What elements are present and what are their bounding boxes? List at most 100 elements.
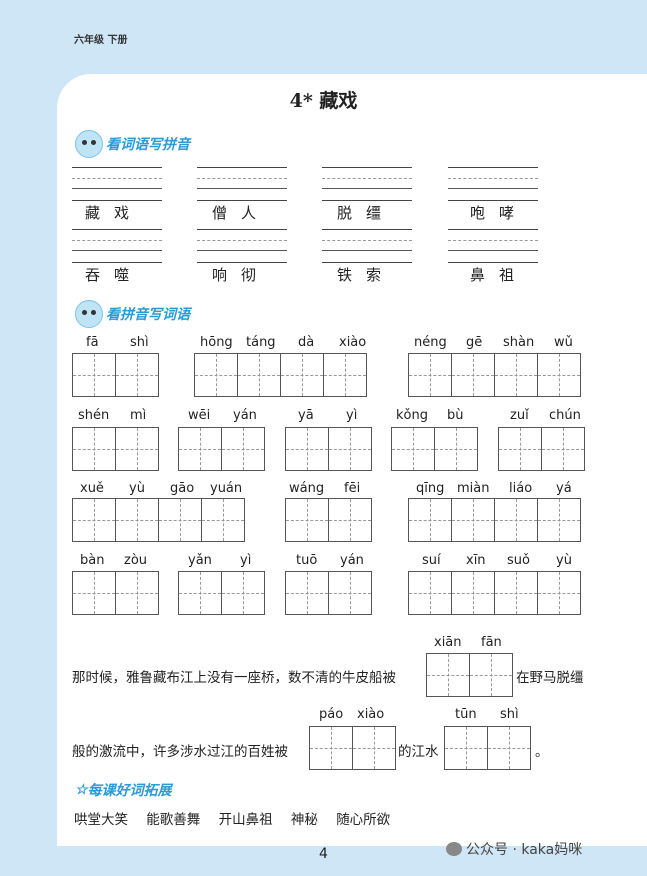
pinyin: néng xyxy=(414,335,447,350)
pinyin: qīng xyxy=(416,481,445,496)
char-grid[interactable] xyxy=(498,427,585,471)
pinyin: shì xyxy=(130,335,149,350)
pinyin: fā xyxy=(86,335,99,350)
pinyin-box[interactable] xyxy=(72,229,162,263)
pinyin: shì xyxy=(500,707,519,722)
panda-icon xyxy=(75,130,103,158)
pinyin: dà xyxy=(298,335,315,350)
word: 僧人 xyxy=(212,204,271,222)
char-grid[interactable] xyxy=(285,571,372,615)
pinyin: yuán xyxy=(210,481,243,496)
wechat-icon xyxy=(446,842,462,856)
pinyin: suí xyxy=(422,553,441,568)
pinyin: xuě xyxy=(80,481,104,496)
section2-heading: 看拼音写词语 xyxy=(75,300,190,328)
char-grid[interactable] xyxy=(178,571,265,615)
char-grid[interactable] xyxy=(309,726,396,770)
pinyin: wǔ xyxy=(554,335,573,350)
pinyin: fān xyxy=(481,635,502,650)
pinyin: xīn xyxy=(466,553,486,568)
word: 铁索 xyxy=(337,266,396,284)
idiom: 哄堂大笑 xyxy=(74,812,128,828)
idiom: 随心所欲 xyxy=(336,812,391,828)
pinyin: wáng xyxy=(289,481,325,496)
word: 咆哮 xyxy=(470,204,529,222)
watermark-text: 公众号 · kaka妈咪 xyxy=(466,842,583,858)
pinyin: yá xyxy=(556,481,572,496)
char-grid[interactable] xyxy=(72,353,159,397)
pinyin-box[interactable] xyxy=(322,229,412,263)
star-icon: ☆ xyxy=(75,782,88,798)
section1-heading: 看词语写拼音 xyxy=(75,130,190,158)
pinyin: gāo xyxy=(170,481,195,496)
pinyin: yǎn xyxy=(188,553,212,568)
char-grid[interactable] xyxy=(178,427,265,471)
grade-label: 六年级 下册 xyxy=(74,35,128,46)
sentence-2-end: 。 xyxy=(535,744,549,760)
pinyin: bàn xyxy=(80,553,105,568)
idiom: 神秘 xyxy=(290,812,318,828)
char-grid[interactable] xyxy=(72,498,245,542)
pinyin: yì xyxy=(346,408,358,423)
sentence-1-end: 在野马脱缰 xyxy=(516,670,584,686)
word: 鼻祖 xyxy=(470,266,529,284)
sentence-1: 那时候，雅鲁藏布江上没有一座桥，数不清的牛皮船被 xyxy=(72,670,396,686)
pinyin: páo xyxy=(319,707,344,722)
char-grid[interactable] xyxy=(72,427,159,471)
pinyin: mì xyxy=(130,408,147,423)
idiom: 能歌善舞 xyxy=(146,812,201,828)
pinyin: yù xyxy=(556,553,572,568)
page-number: 4 xyxy=(319,846,328,862)
pinyin: hōng xyxy=(200,335,233,350)
lesson-title: 4* 藏戏 xyxy=(289,90,358,112)
pinyin: yì xyxy=(240,553,252,568)
pinyin: yán xyxy=(233,408,257,423)
pinyin-box[interactable] xyxy=(72,167,162,201)
char-grid[interactable] xyxy=(408,498,581,542)
char-grid[interactable] xyxy=(408,571,581,615)
pinyin: wēi xyxy=(188,408,211,423)
sentence-2: 般的激流中，许多涉水过江的百姓被 xyxy=(72,744,288,760)
pinyin: xiān xyxy=(434,635,462,650)
pinyin: tuō xyxy=(296,553,318,568)
char-grid[interactable] xyxy=(408,353,581,397)
pinyin: bù xyxy=(447,408,464,423)
pinyin: liáo xyxy=(509,481,533,496)
pinyin: yā xyxy=(298,408,314,423)
watermark: 公众号 · kaka妈咪 xyxy=(446,839,582,859)
idiom: 开山鼻祖 xyxy=(218,812,273,828)
char-grid[interactable] xyxy=(444,726,531,770)
pinyin-box[interactable] xyxy=(448,167,538,201)
char-grid[interactable] xyxy=(285,427,372,471)
char-grid[interactable] xyxy=(194,353,367,397)
pinyin: tūn xyxy=(455,707,477,722)
panda-icon xyxy=(75,300,103,328)
char-grid[interactable] xyxy=(285,498,372,542)
pinyin-box[interactable] xyxy=(197,167,287,201)
word: 响彻 xyxy=(212,266,271,284)
sentence-2-mid: 的江水 xyxy=(398,744,439,760)
word: 吞噬 xyxy=(85,266,144,284)
pinyin: suǒ xyxy=(507,553,530,568)
idiom-list: 哄堂大笑 能歌善舞 开山鼻祖 神秘 随心所欲 xyxy=(74,808,404,828)
pinyin: xiào xyxy=(339,335,367,350)
pinyin: shén xyxy=(78,408,110,423)
pinyin: zòu xyxy=(124,553,148,568)
pinyin: miàn xyxy=(457,481,490,496)
pinyin-box[interactable] xyxy=(448,229,538,263)
char-grid[interactable] xyxy=(426,653,513,697)
pinyin-box[interactable] xyxy=(197,229,287,263)
section2-title: 看拼音写词语 xyxy=(106,307,190,323)
white-sheet xyxy=(57,74,647,846)
pinyin-box[interactable] xyxy=(322,167,412,201)
pinyin: shàn xyxy=(503,335,535,350)
char-grid[interactable] xyxy=(391,427,478,471)
pinyin: táng xyxy=(246,335,276,350)
pinyin: zuǐ xyxy=(510,408,529,423)
char-grid[interactable] xyxy=(72,571,159,615)
section1-title: 看词语写拼音 xyxy=(106,137,190,153)
word: 脱缰 xyxy=(337,204,396,222)
section3-heading: ☆ 每课好词拓展 xyxy=(75,780,172,800)
pinyin: gē xyxy=(466,335,483,350)
